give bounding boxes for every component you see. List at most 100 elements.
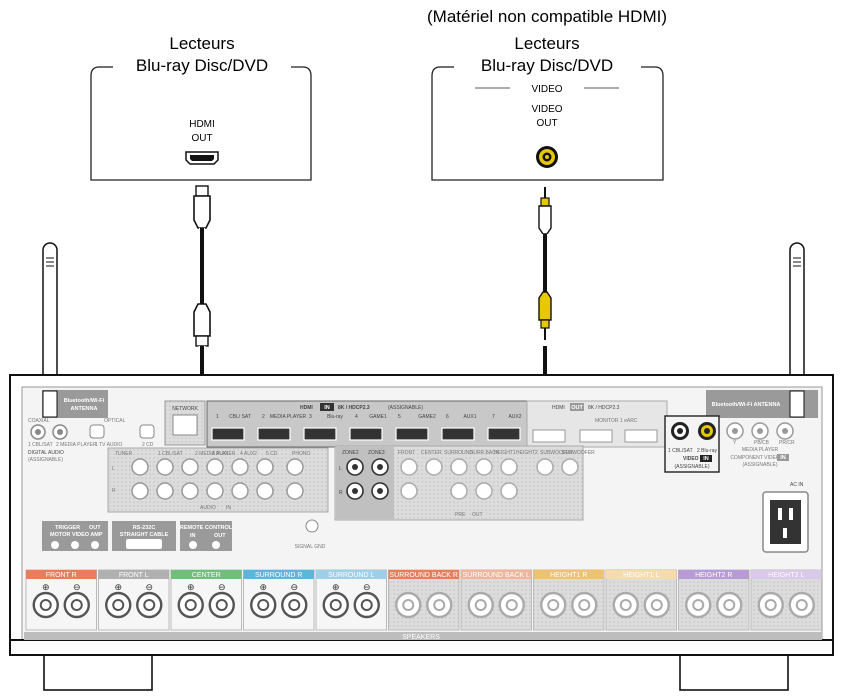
svg-text:5 CD: 5 CD [266,451,278,457]
svg-text:ZONE3: ZONE3 [368,450,385,456]
right-player-title-line2: Blu-ray Disc/DVD [481,56,613,75]
bt-antenna-left-label2: ANTENNA [71,406,98,412]
svg-text:RS-232C: RS-232C [133,525,156,531]
svg-text:R: R [112,488,116,494]
svg-text:4: 4 [355,414,358,420]
plus-icon: ⊕ [259,583,267,593]
svg-text:Y: Y [733,440,737,446]
speaker-group-3: SURROUND R ⊕ ⊖ [243,569,315,631]
svg-text:L: L [339,466,342,472]
left-player-port-line1: HDMI [189,119,215,130]
speaker-group-label: SURROUND BACK L [463,572,530,579]
control-section: TRIGGER OUT MOTOR VIDEO AMP RS-232C STRA… [42,519,326,551]
hdmi-output-section: HDMI OUT 8K / HDCP2.3 MONITOR 1 eARC [526,400,668,448]
svg-text:R: R [339,490,343,496]
svg-text:PHONO: PHONO [292,451,310,457]
svg-text:CBL/ SAT: CBL/ SAT [229,414,251,420]
hdmi-in-spec: 8K / HDCP2.3 [338,405,370,411]
svg-text:OPTICAL: OPTICAL [104,418,126,424]
digital-audio-label: DIGITAL AUDIO [28,450,64,456]
svg-text:ZONE2: ZONE2 [342,450,359,456]
right-antenna-icon [789,242,805,394]
svg-text:L: L [112,466,115,472]
svg-text:HEIGHT1: HEIGHT1 [494,450,516,456]
right-player-box [431,66,664,181]
svg-text:IN: IN [780,455,786,461]
svg-text:PR/CR: PR/CR [779,440,795,446]
svg-text:8K / HDCP2.3: 8K / HDCP2.3 [588,405,620,411]
analog-audio-section: TUNER L R 1 CBL/SAT 2 MEDIA PLAYER 3 AUX… [107,447,329,513]
video-out-rca-icon [536,146,558,168]
pre-out-label: PRE [455,512,466,518]
svg-text:MONITOR 1 eARC: MONITOR 1 eARC [595,418,638,424]
bt-antenna-left-label: Bluetooth/Wi-Fi [64,398,105,404]
hdmi-in-header: HDMI [300,405,313,411]
speaker-group-label: SURROUND BACK R [390,572,458,579]
speaker-group-1: FRONT L⊕⊖ [98,569,170,631]
svg-text:SURROUND: SURROUND [444,450,473,456]
speaker-group-6: SURROUND BACK L [460,569,532,631]
left-player-title-line2: Blu-ray Disc/DVD [136,56,268,75]
svg-text:OUT: OUT [472,512,483,518]
plus-icon: ⊕ [114,583,122,593]
speaker-group-7: HEIGHT1 R [533,569,605,631]
svg-text:(ASSIGNABLE): (ASSIGNABLE) [742,462,777,468]
right-player-port-line1: VIDEO [531,104,562,115]
hdmi-out-port-icon [185,151,219,165]
bt-antenna-right-label: Bluetooth/Wi-Fi ANTENNA [712,402,781,408]
svg-text:HEIGHT2: HEIGHT2 [516,450,538,456]
right-player-note: (Matériel non compatible HDMI) [427,7,667,26]
svg-text:COMPONENT VIDEO: COMPONENT VIDEO [730,455,779,461]
right-player-section: VIDEO [531,84,562,95]
video-input-section: 1 CBL/SAT 2 Blu-ray VIDEO IN (ASSIGNABLE… [664,415,720,473]
speaker-group-label: FRONT R [46,572,77,579]
speaker-group-label: CENTER [192,572,221,579]
speaker-group-5: SURROUND BACK R [388,569,460,631]
svg-text:OUT: OUT [214,533,226,539]
speaker-group-9: HEIGHT2 R [678,569,750,631]
left-player-box [90,66,312,181]
right-player-title-line1: Lecteurs [514,34,579,53]
svg-text:AUX2: AUX2 [508,414,521,420]
network-label: NETWORK [172,406,198,412]
svg-text:7: 7 [492,414,495,420]
svg-text:AUX1: AUX1 [463,414,476,420]
svg-text:1 TV AUDIO: 1 TV AUDIO [95,442,123,448]
svg-text:1 CBL/SAT: 1 CBL/SAT [668,448,693,454]
svg-text:TUNER: TUNER [115,451,133,457]
speaker-group-label: SURROUND R [255,572,302,579]
svg-text:3: 3 [309,414,312,420]
svg-text:(ASSIGNABLE): (ASSIGNABLE) [674,464,709,470]
minus-icon: ⊖ [290,583,298,593]
svg-text:SUBWOOFER: SUBWOOFER [562,450,595,456]
speaker-group-10: HEIGHT2 L [750,569,822,631]
svg-text:IN: IN [324,405,330,411]
svg-text:(ASSIGNABLE): (ASSIGNABLE) [28,457,63,463]
audio-in-label: AUDIO [200,505,216,511]
digital-audio-section: COAXIAL OPTICAL 1 CBL/SAT 2 MEDIA PLAYER… [28,418,155,463]
right-player-port-line2: OUT [536,118,557,129]
svg-text:(ASSIGNABLE): (ASSIGNABLE) [388,405,423,411]
svg-text:3 AUX1: 3 AUX1 [212,451,229,457]
plus-icon: ⊕ [187,583,195,593]
svg-text:IN: IN [190,533,196,539]
pre-out-section: ZONE2 ZONE3 L R FRONT CENTER SURROUND SU… [334,445,595,521]
svg-text:2 MEDIA PLAYER: 2 MEDIA PLAYER [195,451,236,457]
svg-text:Blu-ray: Blu-ray [327,414,343,420]
svg-text:HDMI: HDMI [552,405,565,411]
video-in-label: VIDEO [683,456,699,462]
svg-text:CENTER: CENTER [421,450,442,456]
speaker-group-label: HEIGHT1 L [623,572,659,579]
receiver: Bluetooth/Wi-Fi ANTENNA Bluetooth/Wi-Fi … [9,374,834,691]
signal-gnd-label: SIGNAL GND [295,544,326,550]
svg-text:TRIGGER: TRIGGER [55,525,80,531]
minus-icon: ⊖ [363,583,371,593]
svg-text:2 CD: 2 CD [142,442,154,448]
svg-text:IN: IN [226,505,231,511]
svg-text:IN: IN [703,456,709,462]
speaker-terminals: FRONT R⊕⊖FRONT L⊕⊖CENTER⊕⊖SURROUND R⊕⊖SU… [25,569,822,631]
speaker-group-label: HEIGHT2 L [768,572,804,579]
speaker-group-2: CENTER⊕⊖ [170,569,242,631]
svg-text:PB/CB: PB/CB [754,440,770,446]
